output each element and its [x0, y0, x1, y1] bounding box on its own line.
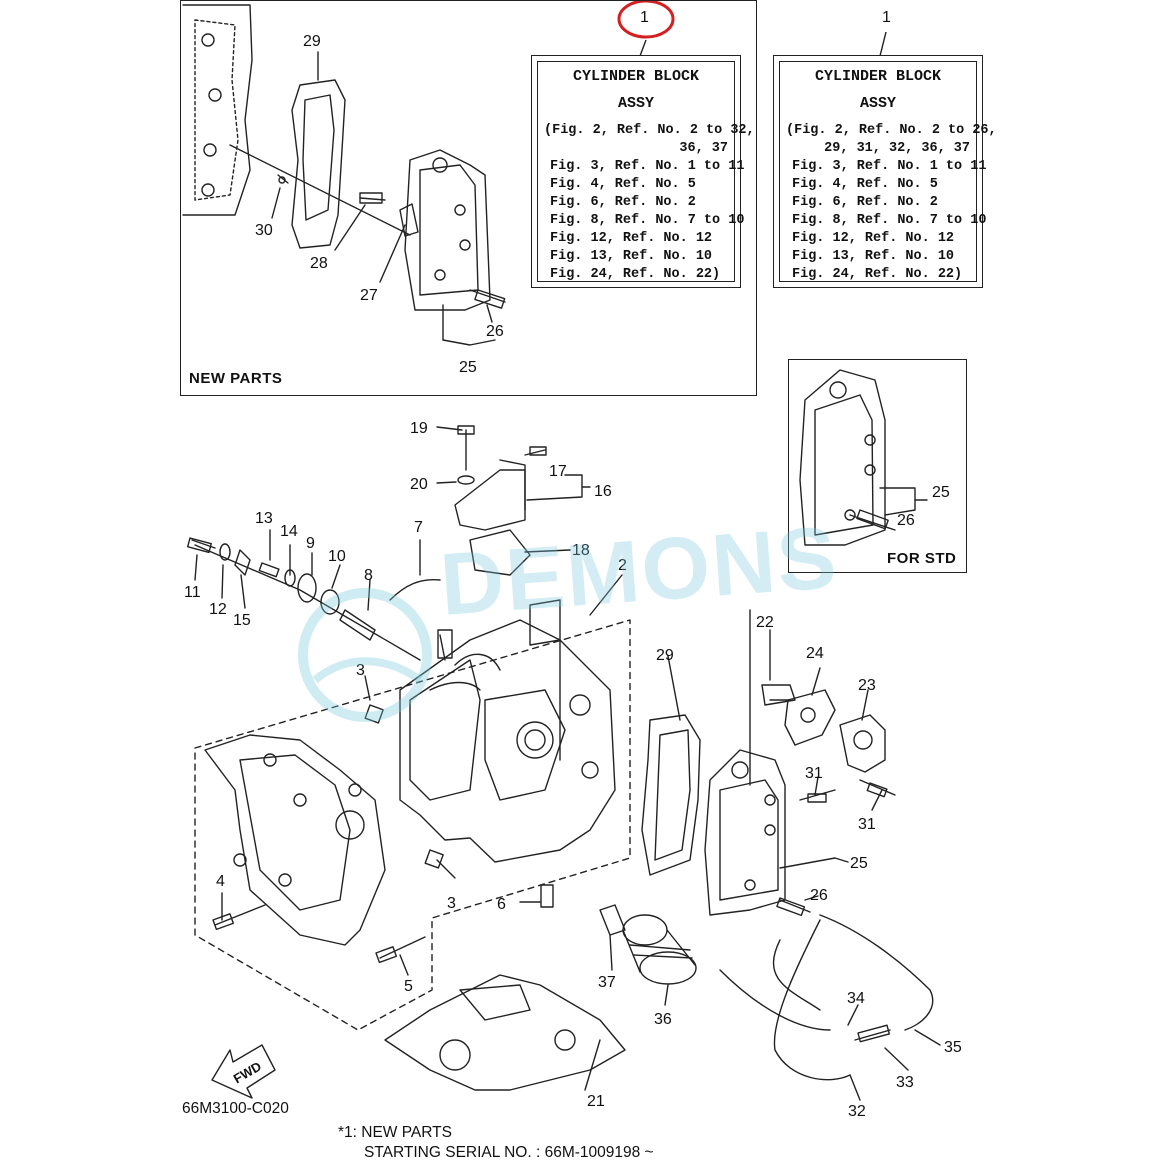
- panel-left-line: (Fig. 2, Ref. No. 2 to 32,: [544, 123, 755, 138]
- callout-8: 8: [364, 567, 373, 584]
- panel-right-line: Fig. 24, Ref. No. 22): [792, 267, 963, 282]
- callout-33: 33: [896, 1074, 914, 1091]
- callout-16: 16: [594, 483, 612, 500]
- oil-filter: [622, 914, 697, 985]
- callout-22: 22: [756, 614, 774, 631]
- callout-25-middle: 25: [850, 855, 868, 872]
- panel-left-ref: 1: [640, 9, 649, 26]
- callout-13: 13: [255, 510, 273, 527]
- highlight-circle: [617, 0, 675, 39]
- callout-27: 27: [360, 287, 378, 304]
- gasket-18: [469, 529, 531, 576]
- footnote-line-1: *1: NEW PARTS: [338, 1124, 452, 1141]
- callout-6: 6: [497, 896, 506, 913]
- assy-panel-new: CYLINDER BLOCK ASSY (Fig. 2, Ref. No. 2 …: [531, 55, 755, 288]
- panel-right-line: 29, 31, 32, 36, 37: [824, 141, 970, 156]
- callout-5: 5: [404, 978, 413, 995]
- exhaust-cover-top: [404, 149, 491, 311]
- footnote-line-2: STARTING SERIAL NO. : 66M-1009198 ~: [364, 1144, 654, 1161]
- panel-left-line: Fig. 24, Ref. No. 22): [550, 267, 721, 282]
- callout-18: 18: [572, 542, 590, 559]
- callout-2: 2: [618, 557, 627, 574]
- panel-right-ref: 1: [882, 9, 891, 26]
- fwd-arrow: [211, 1044, 276, 1099]
- callout-14: 14: [280, 523, 298, 540]
- std-cover-drawing: [799, 369, 886, 546]
- panel-left-line: Fig. 12, Ref. No. 12: [550, 231, 713, 246]
- callout-26-middle: 26: [810, 887, 828, 904]
- callout-23: 23: [858, 677, 876, 694]
- callout-25: 25: [459, 359, 477, 376]
- panel-left-title: CYLINDER BLOCK: [572, 68, 700, 85]
- callout-34: 34: [847, 990, 865, 1007]
- new-parts-frame: [180, 0, 757, 396]
- callout-4: 4: [216, 873, 225, 890]
- panel-left-line: Fig. 13, Ref. No. 10: [550, 249, 713, 264]
- assy-panel-std: CYLINDER BLOCK ASSY (Fig. 2, Ref. No. 2 …: [773, 55, 997, 288]
- callout-29-middle: 29: [656, 647, 674, 664]
- for-std-frame: [788, 359, 967, 573]
- callout-19: 19: [410, 420, 428, 437]
- new-parts-caption: NEW PARTS: [189, 370, 283, 387]
- callout-31: 31: [805, 765, 823, 782]
- callout-17: 17: [549, 463, 567, 480]
- panel-left-line: 36, 37: [679, 141, 728, 156]
- panel-right-subtitle: ASSY: [859, 95, 896, 112]
- callout-20: 20: [410, 476, 428, 493]
- callout-25-std: 25: [932, 484, 950, 501]
- panel-left-line: Fig. 8, Ref. No. 7 to 10: [550, 213, 745, 228]
- callout-26-std: 26: [897, 512, 915, 529]
- panel-left-line: Fig. 6, Ref. No. 2: [550, 195, 696, 210]
- panel-right-title: CYLINDER BLOCK: [814, 68, 942, 85]
- panel-right-line: Fig. 3, Ref. No. 1 to 11: [792, 159, 987, 174]
- callout-31-b: 31: [858, 816, 876, 833]
- panel-right-line: Fig. 4, Ref. No. 5: [792, 177, 938, 192]
- callout-26: 26: [486, 323, 504, 340]
- fwd-label: FWD: [231, 1058, 264, 1086]
- callout-37: 37: [598, 974, 616, 991]
- panel-right-line: Fig. 13, Ref. No. 10: [792, 249, 955, 264]
- hose-assembly: [719, 939, 831, 1031]
- callout-3: 3: [356, 662, 365, 679]
- callout-10: 10: [328, 548, 346, 565]
- cylinder-block: [399, 619, 616, 863]
- callout-3-lower: 3: [447, 895, 456, 912]
- crankcase-half: [204, 734, 386, 946]
- panel-right-line: Fig. 12, Ref. No. 12: [792, 231, 955, 246]
- callout-32: 32: [848, 1103, 866, 1120]
- callout-12: 12: [209, 601, 227, 618]
- bracket-16: [454, 469, 526, 531]
- callout-9: 9: [306, 535, 315, 552]
- block-dashed-outline: [194, 619, 631, 1031]
- gasket-24: [784, 689, 836, 746]
- hose-7: [389, 578, 441, 601]
- callout-7: 7: [414, 519, 423, 536]
- thermostat-cover-23: [839, 714, 886, 773]
- cylinder-head-outline: [182, 4, 253, 216]
- callout-36: 36: [654, 1011, 672, 1028]
- callout-35: 35: [944, 1039, 962, 1056]
- gasket-29-middle: [641, 714, 701, 876]
- callout-15: 15: [233, 612, 251, 629]
- callout-30: 30: [255, 222, 273, 239]
- callout-29: 29: [303, 33, 321, 50]
- panel-left-line: Fig. 3, Ref. No. 1 to 11: [550, 159, 745, 174]
- callout-24: 24: [806, 645, 824, 662]
- watermark-logo: [298, 588, 432, 722]
- panel-right-line: Fig. 6, Ref. No. 2: [792, 195, 938, 210]
- gasket-21: [384, 974, 626, 1091]
- panel-left-line: Fig. 4, Ref. No. 5: [550, 177, 696, 192]
- panel-right-line: (Fig. 2, Ref. No. 2 to 26,: [786, 123, 997, 138]
- for-std-caption: FOR STD: [887, 550, 957, 567]
- figure-code: 66M3100-C020: [182, 1100, 289, 1117]
- callout-28: 28: [310, 255, 328, 272]
- callout-11: 11: [184, 584, 201, 601]
- gasket-29-top: [291, 79, 346, 249]
- callout-21: 21: [587, 1093, 605, 1110]
- panel-left-subtitle: ASSY: [617, 95, 654, 112]
- panel-right-line: Fig. 8, Ref. No. 7 to 10: [792, 213, 987, 228]
